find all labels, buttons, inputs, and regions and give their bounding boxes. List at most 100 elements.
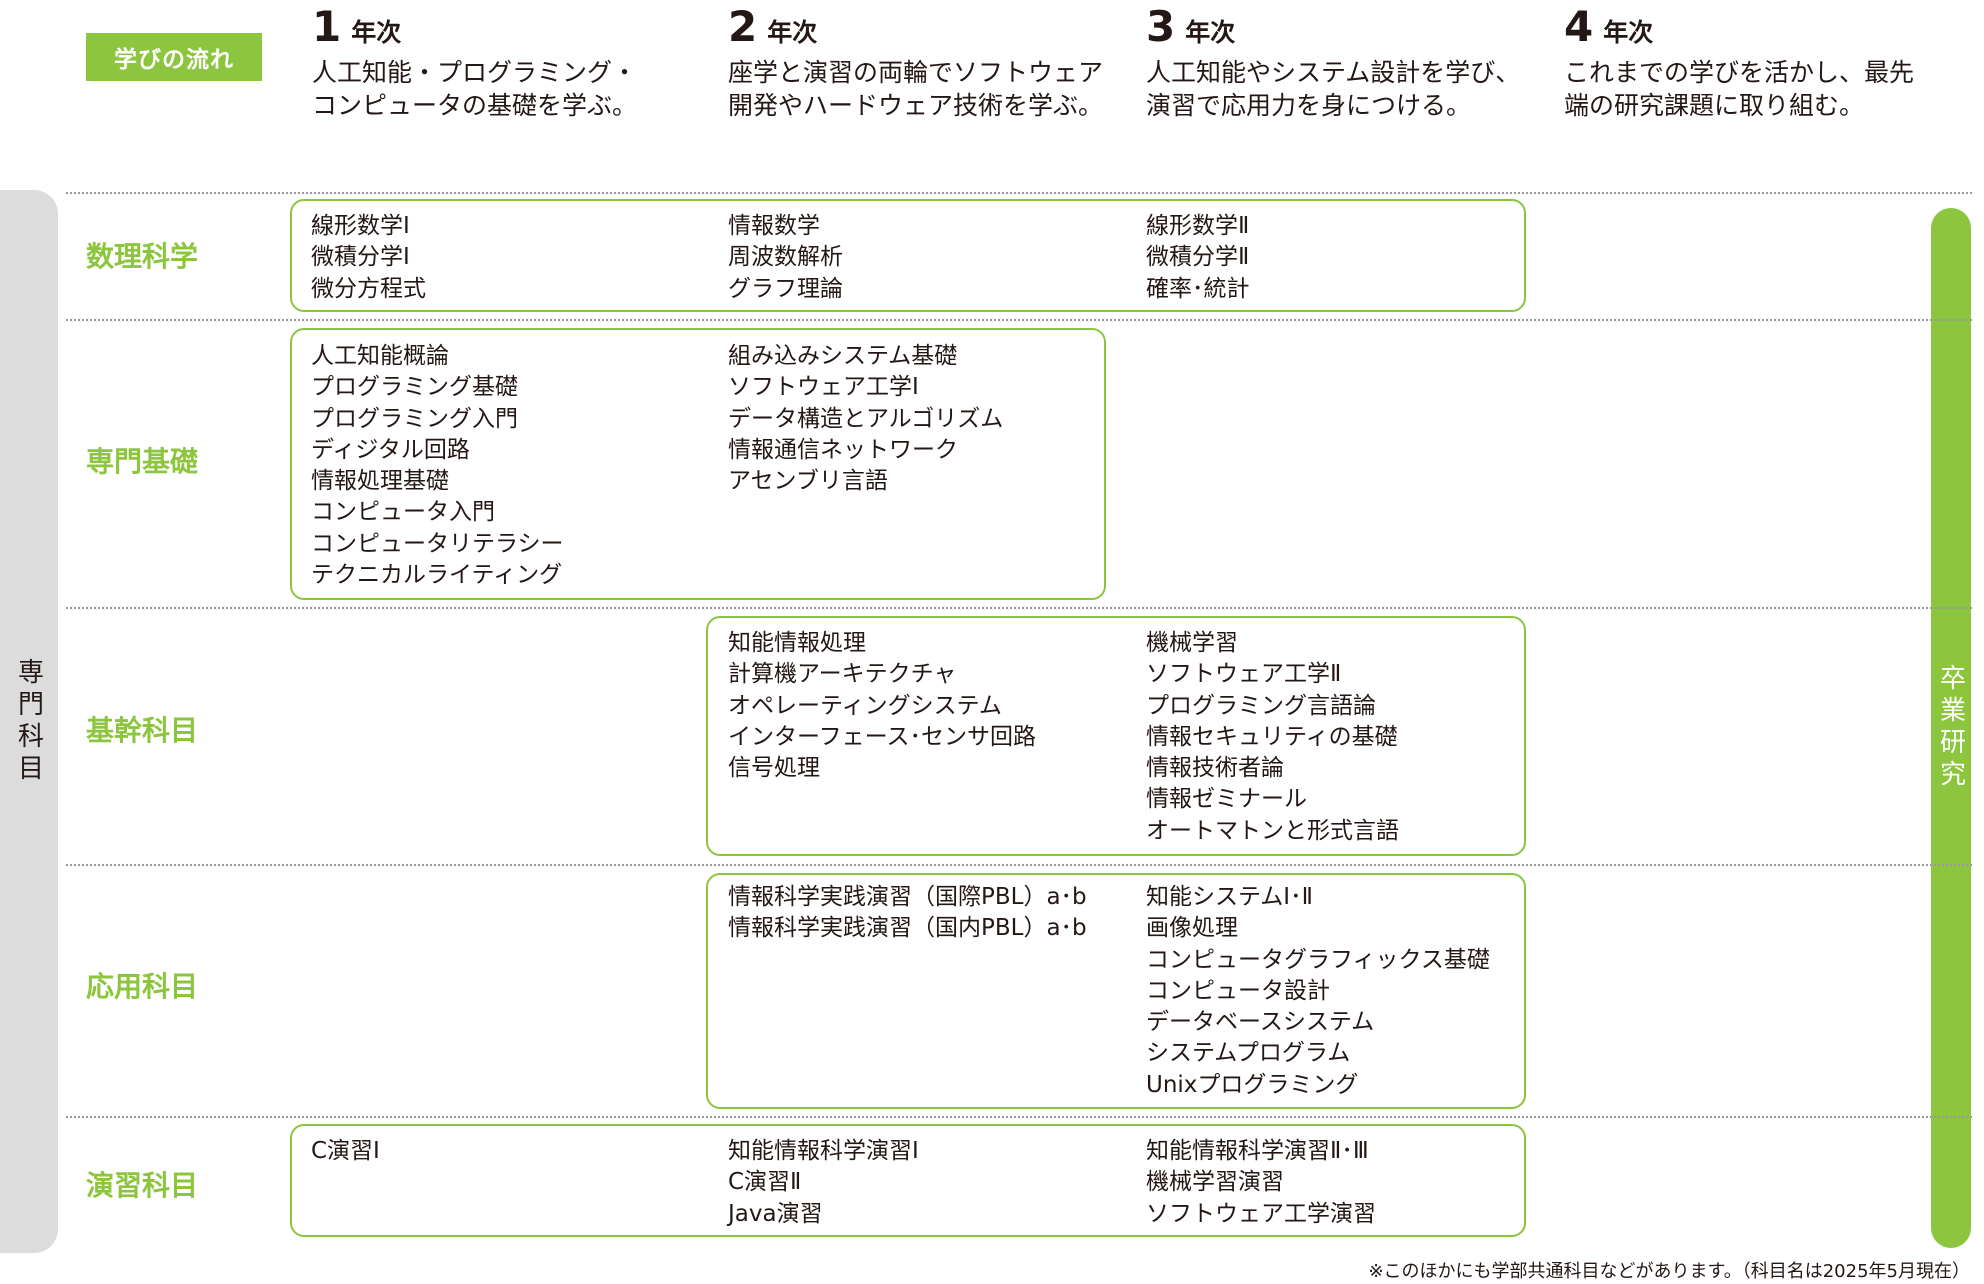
year-desc-line: 人工知能やシステム設計を学び、 (1146, 58, 1521, 87)
course-item: 信号処理 (728, 755, 820, 782)
course-item: プログラミング入門 (311, 405, 518, 432)
course-item: コンピュータリテラシー (311, 530, 564, 557)
course-list-applied-y2: 情報科学実践演習（国際PBL）a･b 情報科学実践演習（国内PBL）a･b (728, 882, 1087, 945)
category-label-basic: 専門基礎 (86, 445, 199, 478)
course-item: プログラミング基礎 (311, 374, 518, 401)
course-item: コンピュータグラフィックス基礎 (1146, 946, 1490, 973)
course-list-practice-y1: C演習I (311, 1136, 380, 1167)
course-item: Java演習 (728, 1200, 823, 1227)
course-item: グラフ理論 (728, 275, 843, 302)
course-item: 情報技術者論 (1146, 755, 1284, 782)
year-1-heading: 1 年次 (312, 6, 722, 49)
course-item: 微積分学I (311, 244, 410, 271)
row-divider (66, 1116, 1972, 1118)
course-item: データベースシステム (1146, 1009, 1375, 1036)
year-desc-line: 人工知能・プログラミング・ (312, 58, 638, 87)
course-item: 機械学習演習 (1146, 1169, 1284, 1196)
year-description: これまでの学びを活かし、最先 端の研究課題に取り組む。 (1564, 57, 1974, 122)
course-item: 知能情報科学演習I (728, 1138, 919, 1164)
course-item: システムプログラム (1146, 1040, 1351, 1067)
course-item: 情報処理基礎 (311, 468, 449, 495)
course-item: 知能システムI･Ⅱ (1146, 884, 1313, 910)
category-label-practice: 演習科目 (86, 1169, 199, 1202)
course-item: 画像処理 (1146, 915, 1238, 942)
graduation-research-bar: 卒業研究 (1931, 208, 1971, 1248)
category-label-applied: 応用科目 (86, 970, 199, 1003)
course-box-practice (290, 1124, 1526, 1237)
year-number: 3 (1146, 2, 1176, 51)
course-list-math-y1: 線形数学I 微積分学I 微分方程式 (311, 211, 426, 305)
year-2-column: 2 年次 座学と演習の両輪でソフトウェア 開発やハードウェア技術を学ぶ。 (728, 6, 1138, 122)
course-box-core (706, 616, 1526, 856)
year-2-heading: 2 年次 (728, 6, 1138, 49)
year-unit: 年次 (1603, 18, 1654, 47)
course-list-basic-y1: 人工知能概論 プログラミング基礎 プログラミング入門 ディジタル回路 情報処理基… (311, 341, 564, 591)
course-item: ソフトウェア工学演習 (1146, 1200, 1376, 1227)
year-unit: 年次 (1185, 18, 1236, 47)
year-number: 4 (1564, 2, 1594, 51)
year-number: 2 (728, 2, 758, 51)
category-label-core: 基幹科目 (86, 714, 199, 747)
course-item: Unixプログラミング (1146, 1071, 1359, 1098)
course-item: プログラミング言語論 (1146, 692, 1376, 719)
course-item: 組み込みシステム基礎 (728, 343, 958, 369)
course-item: C演習Ⅱ (728, 1169, 802, 1196)
course-item: ソフトウェア工学Ⅱ (1146, 661, 1342, 688)
year-desc-line: コンピュータの基礎を学ぶ。 (312, 90, 638, 120)
course-item: 人工知能概論 (311, 343, 449, 369)
course-item: C演習I (311, 1138, 380, 1164)
year-description: 人工知能やシステム設計を学び、 演習で応用力を身につける。 (1146, 57, 1556, 122)
course-item: 情報数学 (728, 213, 820, 239)
course-item: アセンブリ言語 (728, 468, 888, 495)
year-desc-line: これまでの学びを活かし、最先 (1564, 58, 1915, 87)
year-number: 1 (312, 2, 342, 51)
year-desc-line: 端の研究課題に取り組む。 (1564, 90, 1865, 120)
course-item: 機械学習 (1146, 630, 1238, 656)
course-item: テクニカルライティング (311, 562, 563, 589)
course-list-practice-y2: 知能情報科学演習I C演習Ⅱ Java演習 (728, 1136, 919, 1230)
course-item: 微分方程式 (311, 275, 426, 302)
course-item: 微積分学Ⅱ (1146, 244, 1250, 271)
year-1-column: 1 年次 人工知能・プログラミング・ コンピュータの基礎を学ぶ。 (312, 6, 722, 122)
specialized-subjects-bar: 専門科目 (0, 190, 58, 1253)
course-item: 確率･統計 (1146, 275, 1250, 302)
course-list-basic-y2: 組み込みシステム基礎 ソフトウェア工学I データ構造とアルゴリズム 情報通信ネッ… (728, 341, 1003, 497)
course-list-math-y2: 情報数学 周波数解析 グラフ理論 (728, 211, 843, 305)
course-item: コンピュータ設計 (1146, 977, 1330, 1004)
course-item: 線形数学I (311, 213, 410, 239)
course-item: 線形数学Ⅱ (1146, 213, 1250, 239)
year-desc-line: 座学と演習の両輪でソフトウェア (728, 58, 1104, 87)
row-divider (66, 192, 1972, 194)
row-divider (66, 607, 1972, 609)
course-item: データ構造とアルゴリズム (728, 405, 1004, 432)
course-list-practice-y3: 知能情報科学演習Ⅱ･Ⅲ 機械学習演習 ソフトウェア工学演習 (1146, 1136, 1376, 1230)
flow-badge: 学びの流れ (86, 33, 262, 81)
course-box-basic (290, 328, 1106, 600)
course-item: オートマトンと形式言語 (1146, 817, 1399, 844)
course-list-applied-y3: 知能システムI･Ⅱ 画像処理 コンピュータグラフィックス基礎 コンピュータ設計 … (1146, 882, 1490, 1101)
course-box-math (290, 199, 1526, 312)
course-item: 計算機アーキテクチャ (728, 661, 957, 688)
year-desc-line: 開発やハードウェア技術を学ぶ。 (728, 90, 1104, 120)
row-divider (66, 864, 1972, 866)
course-item: コンピュータ入門 (311, 499, 495, 526)
course-item: 情報通信ネットワーク (728, 436, 958, 463)
graduation-research-label: 卒業研究 (1935, 664, 1966, 792)
course-item: 情報科学実践演習（国際PBL）a･b (728, 884, 1087, 910)
specialized-subjects-label: 専門科目 (13, 657, 44, 786)
course-item: 情報セキュリティの基礎 (1146, 723, 1398, 750)
footnote: ※このほかにも学部共通科目などがあります。（科目名は2025年5月現在） (1368, 1261, 1970, 1282)
course-item: 知能情報科学演習Ⅱ･Ⅲ (1146, 1138, 1369, 1164)
row-divider (66, 319, 1972, 321)
course-box-applied (706, 873, 1526, 1109)
course-list-core-y3: 機械学習 ソフトウェア工学Ⅱ プログラミング言語論 情報セキュリティの基礎 情報… (1146, 628, 1399, 847)
course-item: 周波数解析 (728, 244, 843, 271)
year-3-column: 3 年次 人工知能やシステム設計を学び、 演習で応用力を身につける。 (1146, 6, 1556, 122)
course-list-math-y3: 線形数学Ⅱ 微積分学Ⅱ 確率･統計 (1146, 211, 1250, 305)
year-description: 座学と演習の両輪でソフトウェア 開発やハードウェア技術を学ぶ。 (728, 57, 1138, 122)
year-4-heading: 4 年次 (1564, 6, 1974, 49)
course-item: ソフトウェア工学I (728, 374, 919, 401)
year-4-column: 4 年次 これまでの学びを活かし、最先 端の研究課題に取り組む。 (1564, 6, 1974, 122)
year-description: 人工知能・プログラミング・ コンピュータの基礎を学ぶ。 (312, 57, 722, 122)
year-desc-line: 演習で応用力を身につける。 (1146, 90, 1472, 120)
